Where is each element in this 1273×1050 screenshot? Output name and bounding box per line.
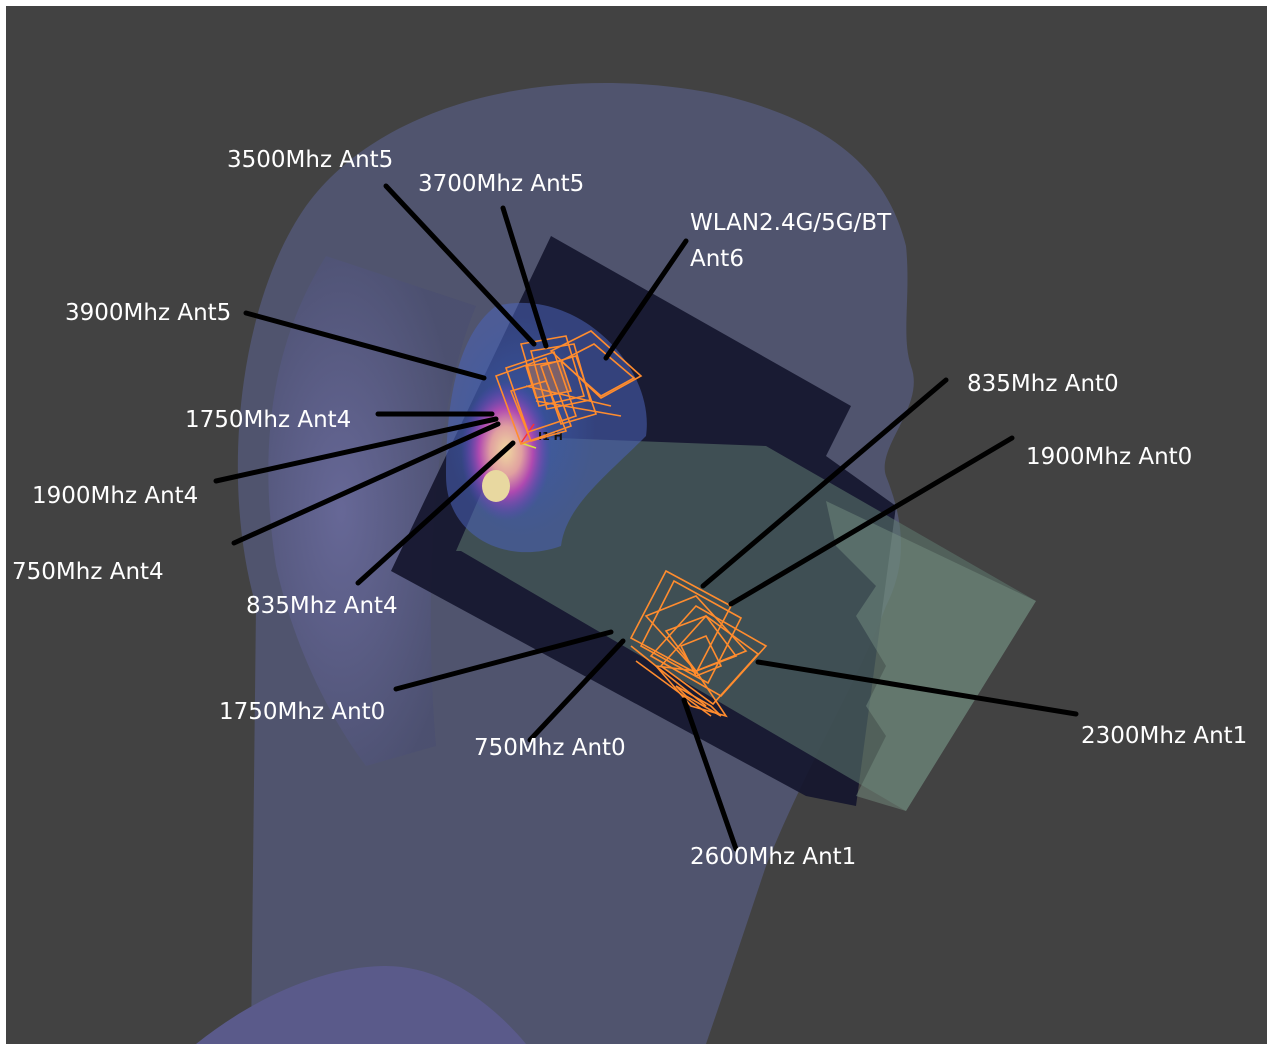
label-750mhz-ant0: 750Mhz Ant0 <box>474 735 626 761</box>
antenna-boxes-lower <box>629 569 768 718</box>
leader-1900-ant4 <box>213 416 499 484</box>
label-wlan-ant6: WLAN2.4G/5G/BT Ant6 <box>690 205 891 277</box>
phone-plate-light <box>456 436 1036 811</box>
antenna-boxes-upper <box>494 330 643 446</box>
phone-plate-edge <box>826 501 1036 811</box>
leader-835-ant4 <box>355 440 516 586</box>
leader-750-ant0 <box>527 638 626 743</box>
label-3900mhz-ant5: 3900Mhz Ant5 <box>65 300 232 326</box>
label-1750mhz-ant0: 1750Mhz Ant0 <box>219 699 386 725</box>
label-3500mhz-ant5: 3500Mhz Ant5 <box>227 147 394 173</box>
label-750mhz-ant4: 750Mhz Ant4 <box>12 559 164 585</box>
leader-1900-ant0 <box>728 435 1015 607</box>
leader-lines <box>213 183 1079 852</box>
label-2600mhz-ant1: 2600Mhz Ant1 <box>690 844 857 870</box>
leader-1750-ant0 <box>393 629 614 692</box>
label-1900mhz-ant4: 1900Mhz Ant4 <box>32 483 199 509</box>
leader-2600-ant1 <box>681 697 739 852</box>
leader-2300-ant1 <box>755 659 1079 717</box>
leader-750-ant4 <box>231 421 501 546</box>
leader-3900-ant5 <box>243 310 487 381</box>
sar-simulation-viewport[interactable]: I1 H <box>6 6 1267 1044</box>
leader-3700-ant5 <box>500 205 549 349</box>
leader-835-ant0 <box>700 377 949 589</box>
label-wlan-ant6-line2: Ant6 <box>690 246 744 272</box>
leader-3500-ant5 <box>383 183 537 347</box>
label-835mhz-ant4: 835Mhz Ant4 <box>246 593 398 619</box>
shoulder <box>196 966 526 1044</box>
label-1750mhz-ant4: 1750Mhz Ant4 <box>185 407 352 433</box>
leader-wlan-ant6 <box>603 238 689 361</box>
label-835mhz-ant0: 835Mhz Ant0 <box>967 371 1119 397</box>
face-shading <box>268 256 476 766</box>
head-phone-scene: I1 H <box>196 83 1079 1044</box>
label-2300mhz-ant1: 2300Mhz Ant1 <box>1081 723 1248 749</box>
label-1900mhz-ant0: 1900Mhz Ant0 <box>1026 444 1193 470</box>
label-wlan-ant6-line1: WLAN2.4G/5G/BT <box>690 210 892 236</box>
sar-heatmap <box>446 302 647 553</box>
label-3700mhz-ant5: 3700Mhz Ant5 <box>418 171 585 197</box>
